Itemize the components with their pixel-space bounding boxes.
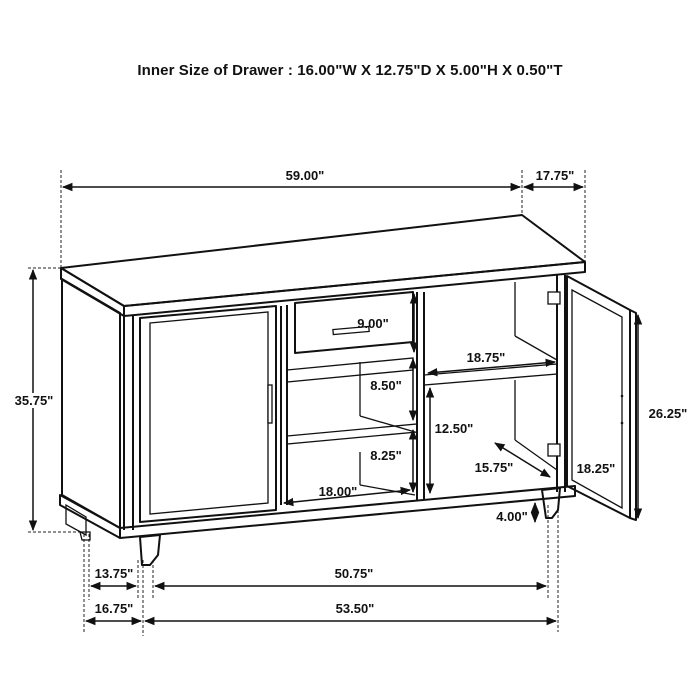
- extension-lines: [28, 170, 586, 636]
- leg-front-right: [541, 487, 561, 519]
- dim-leg-depth-outer: 16.75": [95, 601, 134, 616]
- dim-overall-depth: 17.75": [536, 168, 575, 183]
- open-door: [566, 275, 631, 519]
- dim-left-lower-shelf: 8.25": [370, 448, 401, 463]
- dim-right-lower-height: 12.50": [435, 421, 474, 436]
- dim-overall-height: 35.75": [15, 393, 54, 408]
- dim-right-shelf-width: 18.75": [467, 350, 506, 365]
- dim-leg-span-outer: 53.50": [336, 601, 375, 616]
- dim-left-shelf-width: 18.00": [319, 484, 358, 499]
- dim-leg-depth-inner: 13.75": [95, 566, 134, 581]
- hinge-top: [547, 291, 561, 305]
- dim-door-height: 26.25": [649, 406, 688, 421]
- dim-leg-height: 4.00": [496, 509, 527, 524]
- drawer: [294, 291, 414, 354]
- drawer-inner-size-title: Inner Size of Drawer : 16.00"W X 12.75"D…: [137, 62, 563, 79]
- dim-drawer-height: 9.00": [357, 316, 388, 331]
- dimension-labels: 59.00" 17.75" 35.75" 9.00" 8.50" 8.25" 1…: [12, 168, 688, 616]
- left-door-handle: [267, 384, 273, 424]
- dim-left-upper-shelf: 8.50": [370, 378, 401, 393]
- dimension-arrows: [28, 182, 643, 626]
- dim-leg-span-inner: 50.75": [335, 566, 374, 581]
- leg-front-left: [139, 534, 161, 566]
- drawer-handle: [332, 325, 370, 336]
- hinge-bottom: [547, 443, 561, 457]
- dim-door-width: 18.25": [577, 461, 616, 476]
- dim-overall-width: 59.00": [286, 168, 325, 183]
- dim-right-inner-depth: 15.75": [475, 460, 514, 475]
- cabinet-body: [59, 214, 637, 566]
